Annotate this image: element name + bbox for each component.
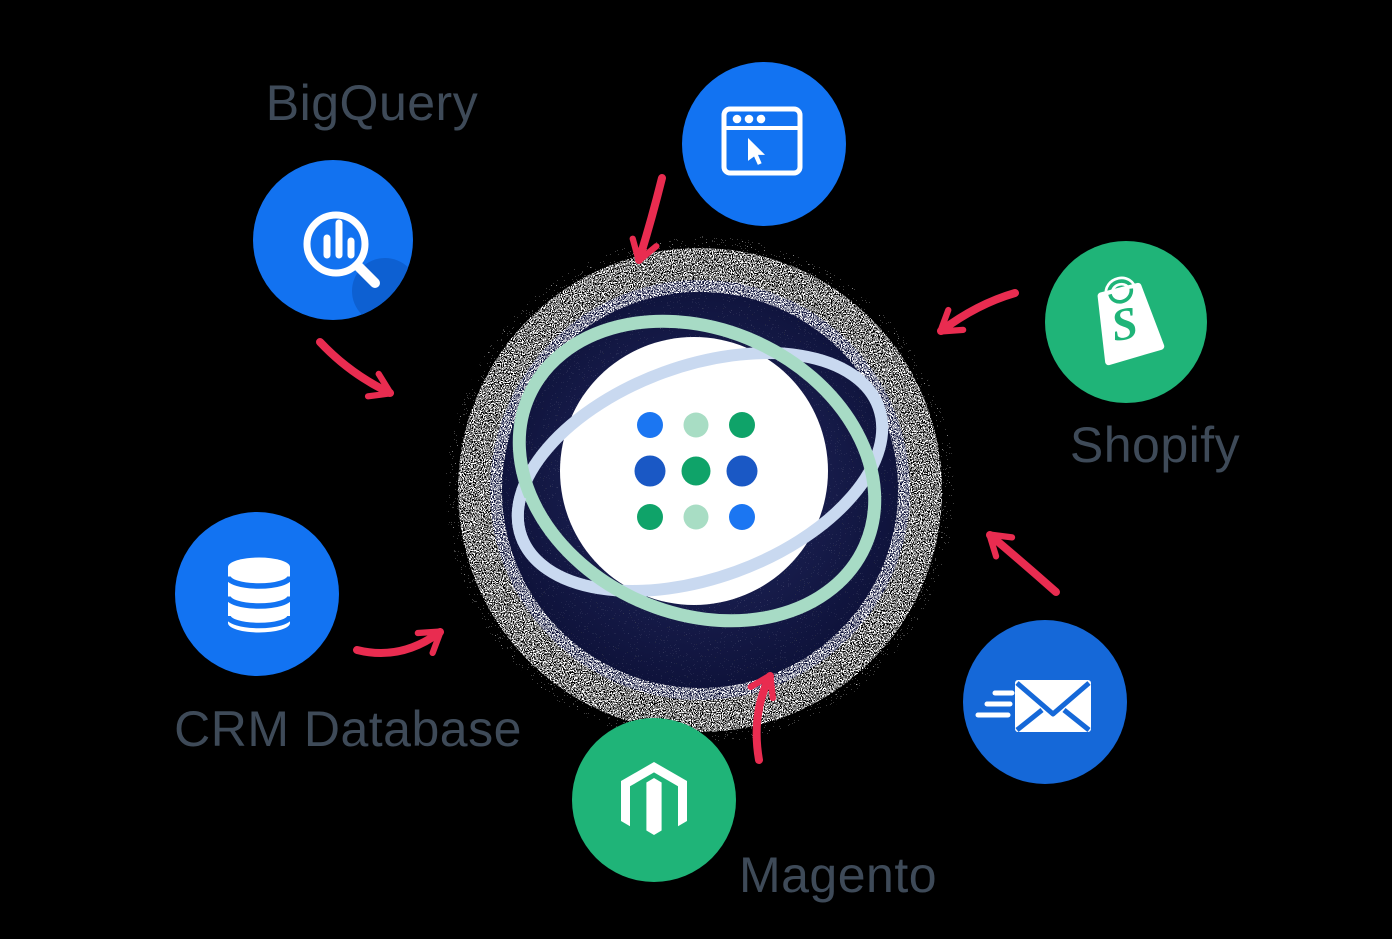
node-email (962, 619, 1128, 785)
logo-dot (634, 455, 666, 487)
logo-dot (683, 504, 709, 530)
orbit-blue-overlap-patch (511, 347, 889, 597)
arrow-magento-to-hub (747, 672, 776, 764)
orbit-green (512, 314, 882, 628)
node-shopify: S (1043, 239, 1209, 405)
magento-logo-icon (572, 718, 736, 882)
browser-circle (682, 62, 846, 226)
magento-label: Magento (738, 847, 938, 903)
node-magento (571, 717, 737, 883)
bigquery-label: BigQuery (265, 75, 479, 131)
node-bigquery (250, 157, 416, 323)
arrow-crm-to-hub (353, 628, 444, 657)
logo-dot (729, 412, 755, 438)
shopify-bag-icon: S (1045, 241, 1207, 403)
bigquery-magnifier-chart-icon (253, 160, 413, 320)
logo-dot (729, 504, 755, 530)
logo-dot (681, 456, 711, 486)
logo-dot (637, 504, 663, 530)
speed-lines (975, 690, 1015, 718)
magento-m-glyph (621, 762, 687, 835)
browser-window-cursor-icon (682, 62, 846, 226)
shopify-label: Shopify (1069, 417, 1241, 473)
arrows (316, 174, 1060, 764)
shopping-bag-glyph: S (1097, 276, 1165, 366)
envelope-glyph (975, 680, 1091, 732)
arrow-browser-to-hub (629, 174, 666, 264)
database-glyph (225, 557, 293, 633)
email-send-icon (963, 620, 1127, 784)
node-web-browser (681, 61, 847, 227)
node-crm-database (174, 511, 340, 677)
hub-orbits (511, 314, 889, 628)
logo-dot (726, 455, 758, 487)
logo-dot (683, 412, 709, 438)
arrow-shopify-to-hub (937, 289, 1019, 335)
hub-speckle-ring (458, 248, 942, 732)
browser-window-glyph (721, 106, 803, 176)
bigquery-long-shadow (352, 258, 413, 320)
magnifier-chart-glyph (303, 211, 380, 288)
logo-dot (637, 412, 663, 438)
database-cylinder-icon (175, 512, 339, 676)
arrow-bigquery-to-hub (316, 338, 394, 400)
cursor-icon (748, 138, 766, 165)
hub-logo-dot-grid (634, 412, 758, 530)
crm-database-label: CRM Database (174, 701, 522, 757)
arrow-email-to-hub (986, 531, 1060, 596)
